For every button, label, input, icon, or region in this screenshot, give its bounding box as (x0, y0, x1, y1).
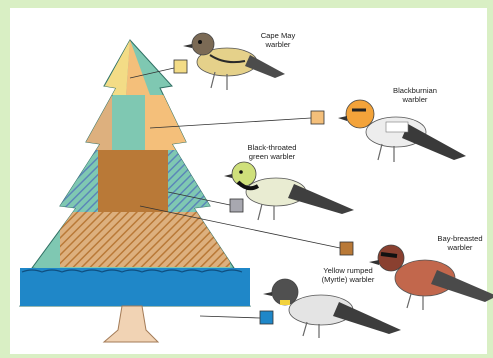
label-bay-breasted-line2: warbler (447, 243, 473, 252)
label-yellow-rumped-line2: (Myrtle) warbler (322, 275, 375, 284)
label-blackburnian-line1: Blackburnian (393, 86, 437, 95)
label-cape-may-line2: warbler (265, 40, 291, 49)
label-cape-may-line1: Cape May (261, 31, 296, 40)
zone-square-cape-may (174, 60, 187, 73)
label-black-throated-green-line1: Black-throated (248, 143, 297, 152)
zone-square-blackburnian (311, 111, 324, 124)
label-blackburnian-line2: warbler (402, 95, 428, 104)
zone-square-bay-breasted (340, 242, 353, 255)
label-bay-breasted-line1: Bay-breasted (437, 234, 482, 243)
zone-square-black-throated-green (230, 199, 243, 212)
zone-brown-block (98, 150, 168, 212)
zone-base-blue (20, 268, 250, 306)
label-black-throated-green-line2: green warbler (249, 152, 296, 161)
zone-square-yellow-rumped (260, 311, 273, 324)
label-yellow-rumped-line1: Yellow rumped (323, 266, 373, 275)
